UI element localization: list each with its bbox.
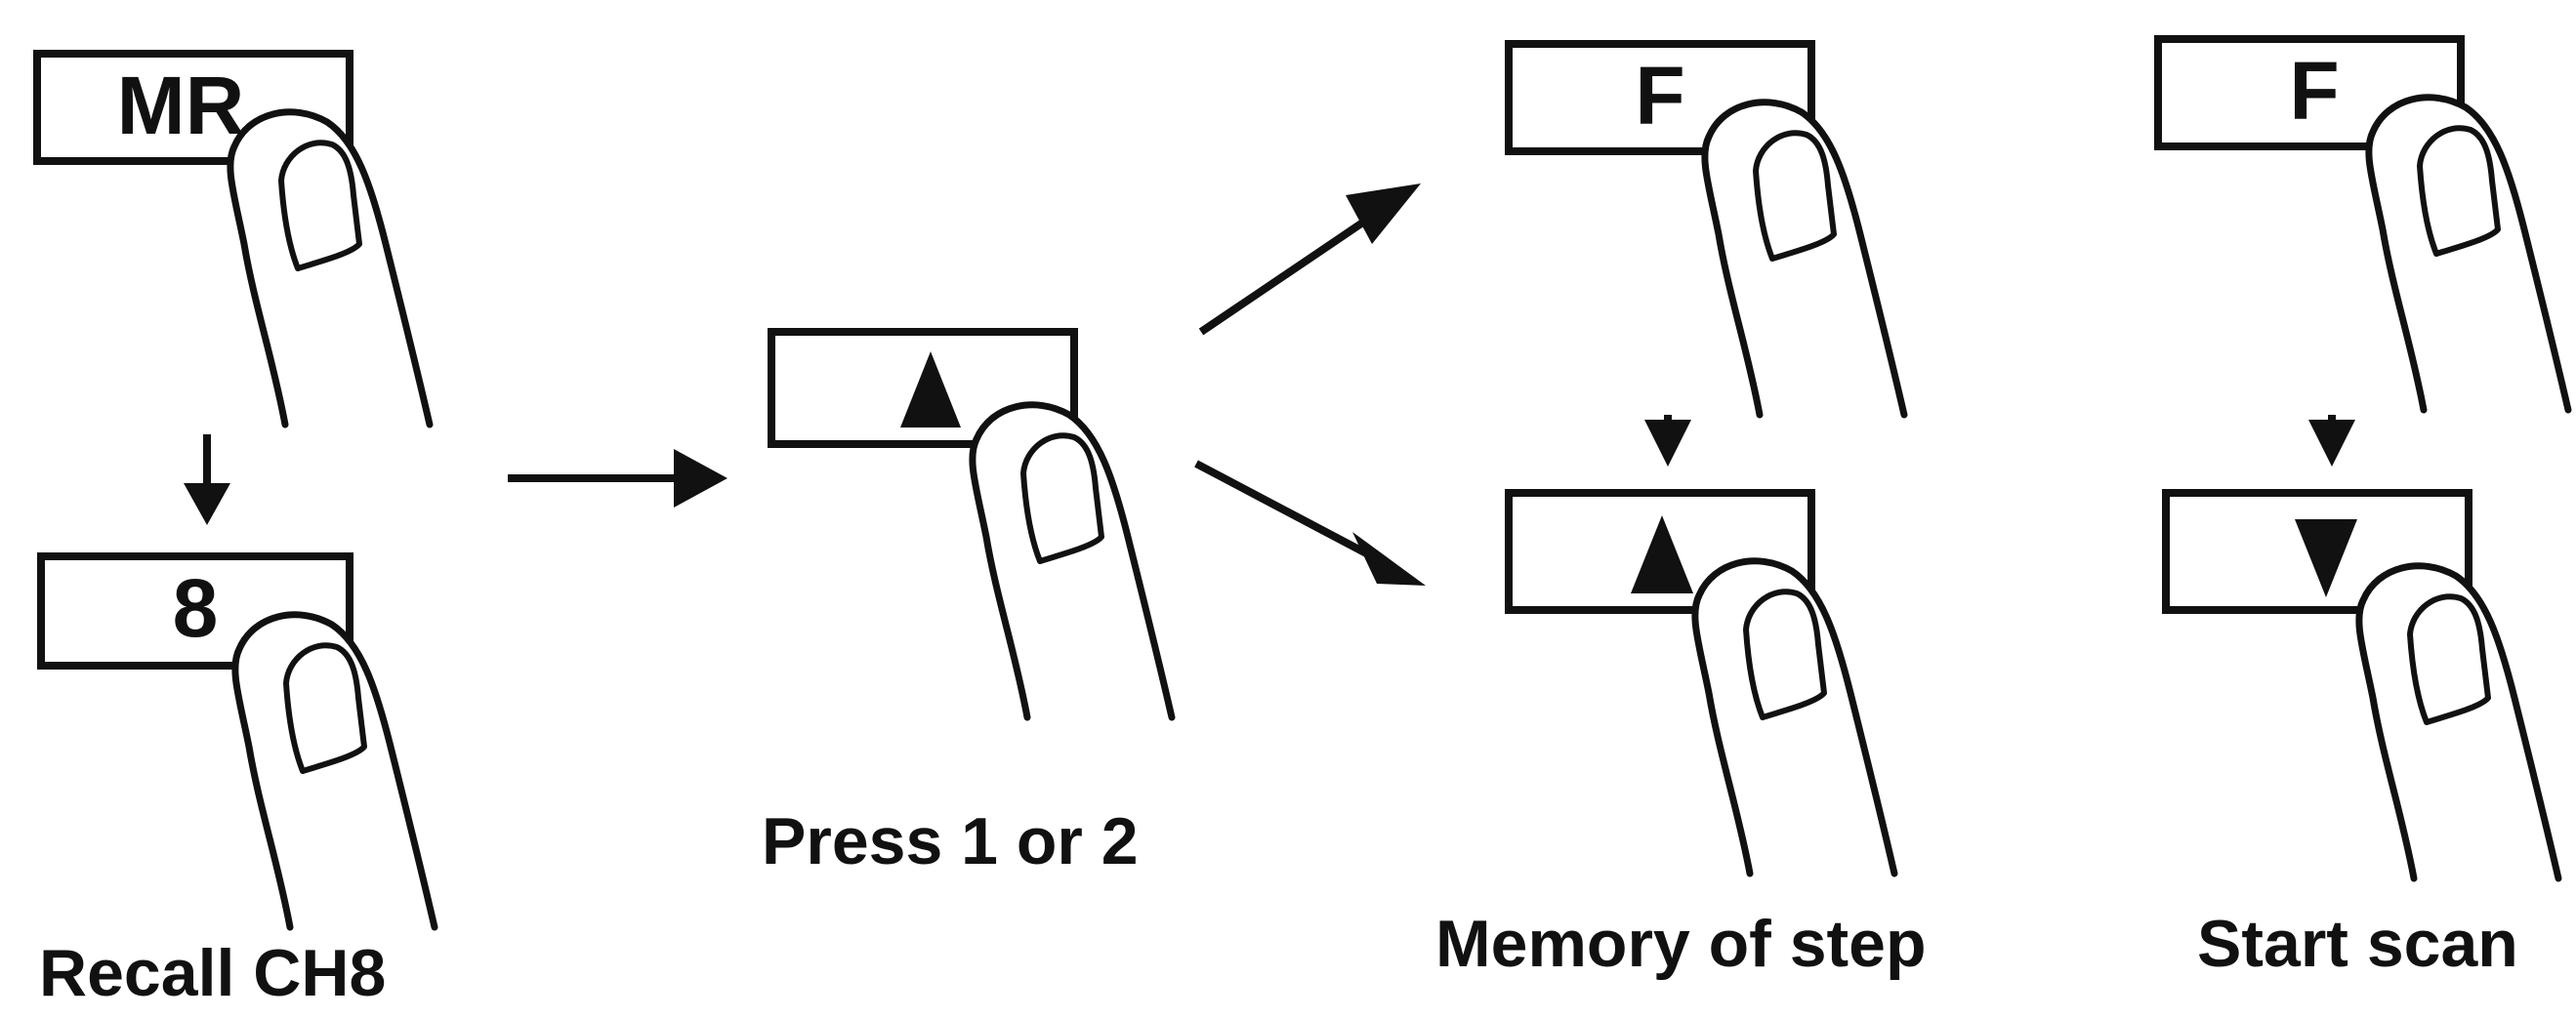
f-key-label: F [1635,50,1684,142]
caption-scan: Start scan [2197,907,2518,981]
pressing-finger-icon [2359,566,2558,878]
pressing-finger-icon [235,615,435,927]
up-triangle-icon [1631,515,1693,593]
down-triangle-icon [2295,519,2357,597]
down-arrow-icon [184,434,230,525]
caption-memory: Memory of step [1435,907,1927,981]
pressing-finger-icon [2369,98,2568,410]
f-key-label: F [2289,45,2339,137]
pressing-finger-icon [1695,561,1894,874]
pressing-finger-icon [230,112,430,425]
pressing-finger-icon [1705,102,1904,415]
lower-branch-arrow-icon [1194,460,1426,586]
mr-key[interactable]: MR [33,50,353,165]
down-arrow-icon [2308,415,2355,467]
caption-recall: Recall CH8 [39,936,386,1010]
caption-press: Press 1 or 2 [762,804,1139,878]
mr-key-label: MR [117,60,245,151]
up-triangle-icon [900,351,961,428]
right-arrow-icon [508,449,727,508]
down-arrow-icon [1644,415,1691,467]
pressing-finger-icon [973,405,1172,717]
upper-branch-arrow-icon [1198,183,1421,336]
eight-key-label: 8 [173,562,219,654]
